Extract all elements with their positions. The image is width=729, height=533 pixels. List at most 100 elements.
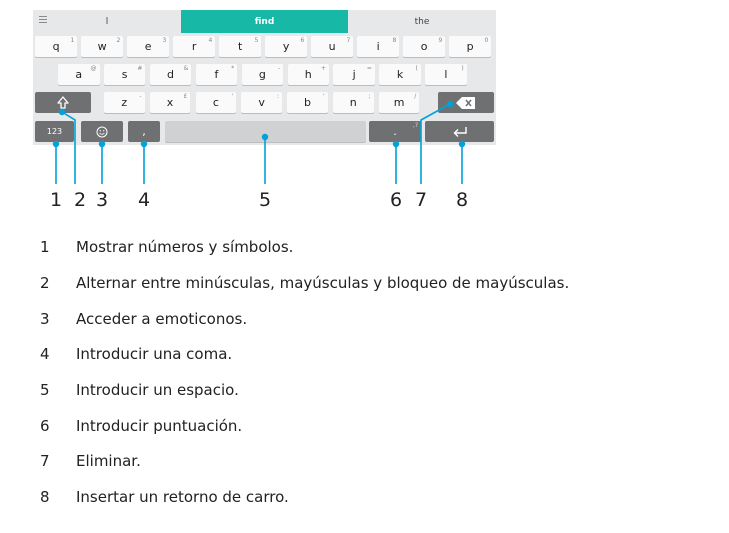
key-letter: y — [282, 40, 290, 53]
key-hint: ( — [415, 65, 418, 72]
key-letter: d — [167, 68, 175, 81]
key-row2-6[interactable]: j= — [333, 64, 375, 85]
key-row2-1[interactable]: s# — [103, 64, 146, 85]
callout-number-5: 5 — [259, 189, 272, 211]
comma-key-label: , — [142, 125, 146, 138]
comma-key[interactable]: , — [128, 121, 160, 142]
key-row3-6[interactable]: m/ — [378, 92, 420, 113]
key-hint: 4 — [208, 37, 213, 44]
key-hint: 6 — [300, 37, 305, 44]
legend-item: 7 Eliminar. — [40, 452, 141, 470]
key-letter: p — [466, 40, 474, 53]
key-hint: - — [277, 65, 281, 72]
suggestion-1[interactable]: l — [105, 16, 109, 27]
key-row3-2[interactable]: c' — [195, 92, 237, 113]
callout-number-1: 1 — [50, 189, 63, 211]
callout-dot-8 — [458, 140, 466, 148]
key-row2-8[interactable]: l) — [425, 64, 467, 85]
key-hint: @ — [90, 65, 97, 72]
legend-text: Eliminar. — [76, 452, 141, 470]
legend-number: 1 — [40, 238, 50, 256]
callout-line-7 — [420, 103, 451, 184]
key-letter: b — [303, 96, 311, 109]
key-hint: ' — [231, 93, 234, 100]
callout-dot-3 — [98, 140, 106, 148]
key-row2-2[interactable]: d& — [149, 64, 192, 85]
smiley-icon — [96, 126, 108, 137]
callout-number-4: 4 — [138, 189, 151, 211]
legend-text: Alternar entre minúsculas, mayúsculas y … — [76, 274, 570, 292]
callout-number-2: 2 — [74, 189, 87, 211]
key-hint: 3 — [162, 37, 167, 44]
key-letter: i — [376, 40, 380, 53]
enter-icon — [453, 126, 467, 137]
legend-item: 2 Alternar entre minúsculas, mayúsculas y… — [40, 274, 569, 292]
key-row3-3[interactable]: v: — [241, 92, 282, 113]
suggestion-2[interactable]: find — [181, 10, 348, 33]
key-hint: * — [231, 65, 235, 72]
legend-number: 5 — [40, 381, 50, 399]
legend-number: 4 — [40, 345, 50, 363]
callout-dot-6 — [392, 140, 400, 148]
key-row3-1[interactable]: x£ — [149, 92, 191, 113]
numbers-key[interactable]: 123 — [35, 121, 74, 142]
key-letter: s — [121, 68, 128, 81]
emoji-key[interactable] — [81, 121, 123, 142]
callout-dot-4 — [140, 140, 148, 148]
key-row2-7[interactable]: k( — [379, 64, 421, 85]
key-hint: 5 — [254, 37, 259, 44]
key-row3-5[interactable]: n; — [333, 92, 374, 113]
suggestion-3[interactable]: the — [414, 16, 430, 27]
key-hint: / — [414, 93, 417, 100]
menu-icon[interactable] — [39, 16, 47, 17]
key-letter: m — [393, 96, 405, 109]
key-letter: e — [144, 40, 152, 53]
callout-dot-7 — [446, 100, 454, 108]
key-hint: 7 — [346, 37, 351, 44]
legend-number: 6 — [40, 417, 50, 435]
key-letter: n — [349, 96, 357, 109]
key-hint: + — [320, 65, 326, 72]
key-row2-5[interactable]: h+ — [287, 64, 329, 85]
key-letter: u — [328, 40, 336, 53]
shift-arrow-icon — [57, 95, 69, 109]
key-hint: ' — [323, 93, 325, 100]
callout-dot-1 — [52, 140, 60, 148]
key-row2-3[interactable]: f* — [195, 64, 238, 85]
backspace-key[interactable] — [438, 92, 494, 113]
punctuation-key[interactable]: . ,? — [369, 121, 421, 142]
key-row3-0[interactable]: z- — [104, 92, 145, 113]
legend-number: 7 — [40, 452, 50, 470]
space-key[interactable] — [165, 121, 366, 142]
callout-number-6: 6 — [390, 189, 403, 211]
legend-text: Introducir una coma. — [76, 345, 233, 363]
key-row2-0[interactable]: a@ — [58, 64, 100, 85]
key-row3-4[interactable]: b' — [287, 92, 328, 113]
enter-key[interactable] — [425, 121, 494, 142]
key-letter: a — [75, 68, 83, 81]
legend-number: 8 — [40, 488, 50, 506]
key-letter: z — [121, 96, 128, 109]
legend-number: 2 — [40, 274, 50, 292]
key-letter: j — [352, 68, 356, 81]
shift-key[interactable] — [35, 92, 91, 113]
backspace-icon — [456, 96, 475, 109]
key-row2-4[interactable]: g- — [241, 64, 284, 85]
key-hint: & — [183, 65, 189, 72]
callout-dot-2 — [58, 108, 66, 116]
key-hint: 2 — [116, 37, 121, 44]
